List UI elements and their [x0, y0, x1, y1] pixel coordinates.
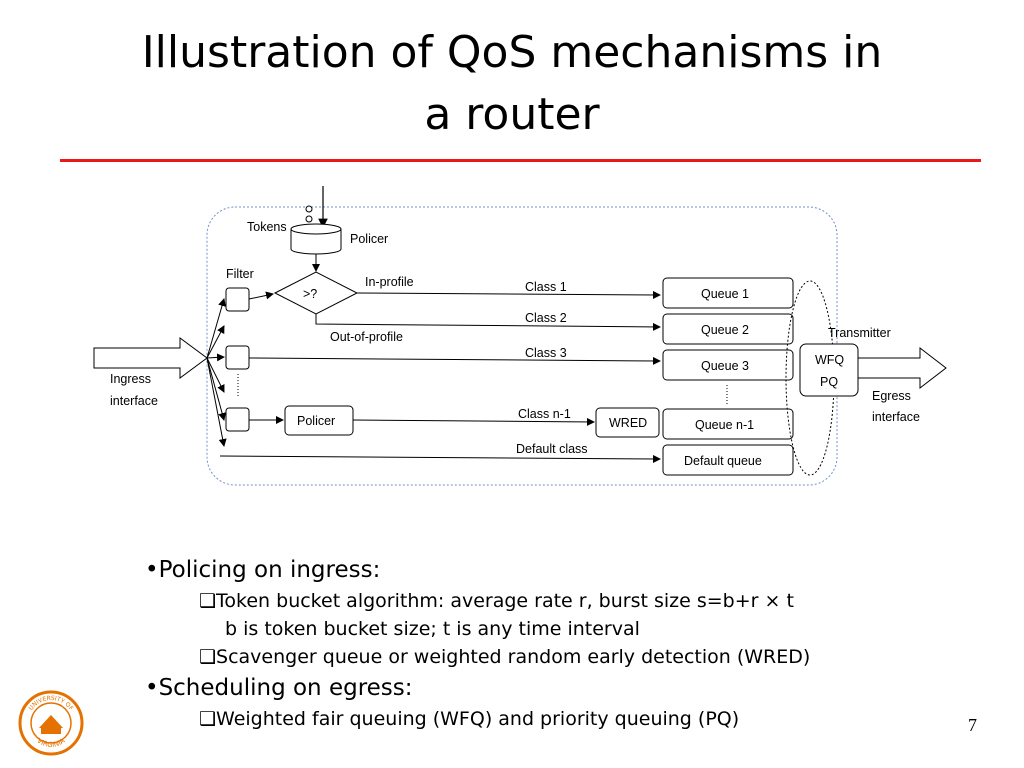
- queue2-box: [662, 313, 794, 345]
- queuen1-label: Queue n-1: [695, 418, 754, 432]
- bullet-scheduling: •Scheduling on egress:: [145, 675, 413, 701]
- slide-title: Illustration of QoS mechanisms in a rout…: [0, 22, 1024, 146]
- queue3-box: [662, 349, 794, 381]
- queue2-label: Queue 2: [701, 323, 749, 337]
- title-line-2: a router: [424, 89, 600, 140]
- transmitter-label: Transmitter: [828, 326, 891, 340]
- ingress-label-1: Ingress: [110, 372, 151, 386]
- default-queue-label: Default queue: [684, 454, 762, 468]
- title-line-1: Illustration of QoS mechanisms in: [141, 27, 883, 78]
- egress-label-2: interface: [872, 410, 920, 424]
- sub-bullet-token-bucket: ❑Token bucket algorithm: average rate r,…: [199, 590, 794, 612]
- queue1-box: [662, 277, 794, 309]
- wred-label: WRED: [609, 416, 647, 430]
- sub-bullet-wfq: ❑Weighted fair queuing (WFQ) and priorit…: [199, 708, 740, 730]
- queuen1-box: [662, 408, 794, 440]
- ingress-label-2: interface: [110, 394, 158, 408]
- wred-box: [595, 407, 660, 438]
- bullet-policing: •Policing on ingress:: [145, 557, 381, 583]
- sub-bullet-token-bucket-cont: b is token bucket size; t is any time in…: [225, 618, 640, 640]
- bullet-list: •Policing on ingress: ❑Token bucket algo…: [145, 553, 945, 733]
- filter-label: Filter: [226, 267, 254, 281]
- egress-arrow: [857, 346, 947, 390]
- default-class-arrow: [219, 454, 661, 463]
- default-class-label: Default class: [516, 442, 588, 456]
- in-profile-label: In-profile: [365, 275, 414, 289]
- queue3-label: Queue 3: [701, 359, 749, 373]
- token-circle: [305, 205, 313, 213]
- logo-bottom-text: VIRGINIA: [35, 737, 66, 750]
- title-underline: [60, 159, 981, 162]
- out-of-profile-label: Out-of-profile: [330, 330, 403, 344]
- classn1-label: Class n-1: [518, 407, 571, 421]
- class3-arrow: [248, 356, 661, 365]
- classn1-arrow: [352, 417, 595, 426]
- class3-label: Class 3: [525, 346, 567, 360]
- class1-label: Class 1: [525, 280, 567, 294]
- token-circle: [305, 215, 313, 223]
- egress-label-1: Egress: [872, 389, 911, 403]
- policer-top-label: Policer: [350, 232, 388, 246]
- ingress-arrow: [93, 337, 208, 379]
- class2-label: Class 2: [525, 311, 567, 325]
- class1-arrow: [356, 290, 661, 299]
- filter-box-2: [225, 345, 250, 370]
- university-seal-logo: UNIVERSITY OF VIRGINIA: [18, 690, 84, 756]
- class2-arrow: [315, 314, 661, 331]
- filter-box-3: [225, 407, 250, 432]
- page-number: 7: [968, 715, 977, 735]
- sub-bullet-wred: ❑Scavenger queue or weighted random earl…: [199, 646, 811, 668]
- default-queue-box: [662, 444, 794, 476]
- queue1-label: Queue 1: [701, 287, 749, 301]
- svg-text:VIRGINIA: VIRGINIA: [35, 737, 66, 750]
- policer-box-label: Policer: [297, 414, 335, 428]
- pq-label: PQ: [820, 375, 838, 389]
- compare-label: >?: [303, 287, 317, 301]
- tokens-label: Tokens: [247, 220, 287, 234]
- filter-box-1: [225, 287, 250, 312]
- token-bucket: [290, 223, 342, 255]
- wfq-label: WFQ: [815, 353, 844, 367]
